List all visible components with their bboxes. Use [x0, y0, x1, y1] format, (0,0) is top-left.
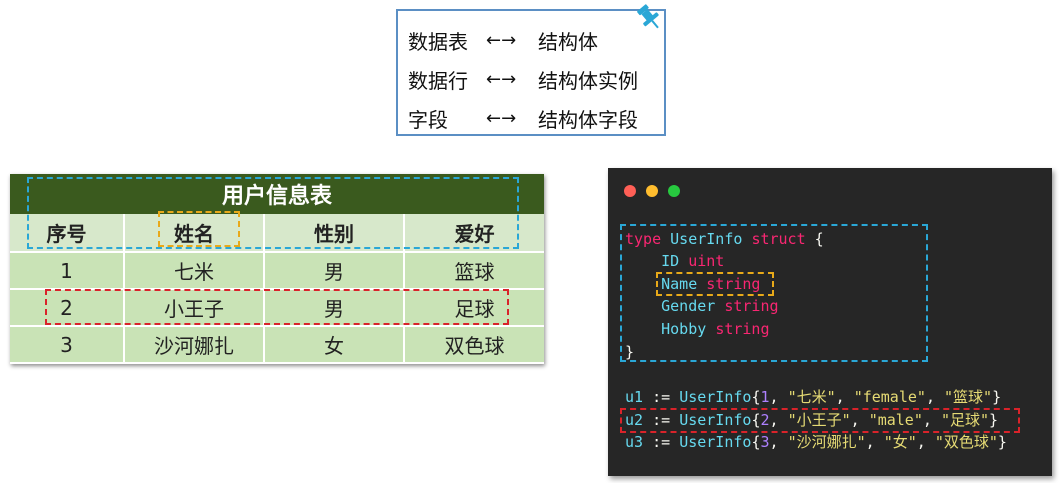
hobby-value: "双色球" [934, 433, 998, 451]
keyword-type: type [625, 230, 662, 248]
field-highlight-box [656, 272, 774, 296]
table-cell: 七米 [125, 253, 265, 288]
assign-op: := [652, 388, 671, 406]
bidirectional-arrow: ←→ [486, 68, 517, 90]
var-name: u3 [625, 433, 644, 451]
table-cell: 小王子 [125, 290, 265, 325]
table-cell: 双色球 [444, 334, 505, 358]
header-cell: 爱好 [454, 222, 495, 246]
mapping-left: 数据表 [408, 29, 468, 54]
mapping-right: 结构体实例 [538, 68, 638, 93]
mapping-right: 结构体字段 [538, 107, 638, 132]
name-value: "七米" [787, 388, 836, 406]
mapping-row-field: 字段 ←→ 结构体字段 [408, 103, 638, 133]
name-value: "沙河娜扎" [787, 433, 866, 451]
hobby-value: "足球" [940, 411, 989, 429]
table-cell: 1 [10, 253, 125, 288]
type-name: UserInfo [679, 411, 752, 429]
field-type: uint [688, 252, 725, 270]
minimize-dot-icon [646, 185, 658, 197]
code-line-field: Gender string [625, 296, 779, 316]
field-type: string [724, 297, 779, 315]
gender-value: "male" [868, 411, 923, 429]
id-value: 3 [760, 433, 770, 451]
pushpin-icon [637, 4, 659, 29]
struct-name: UserInfo [670, 230, 743, 248]
instance-highlight-box [620, 408, 1020, 433]
id-value: 1 [760, 388, 770, 406]
bidirectional-arrow: ←→ [486, 29, 517, 51]
table-cell: 足球 [454, 297, 495, 321]
type-name: UserInfo [679, 433, 752, 451]
table-cell: 男 [265, 290, 405, 325]
header-cell: 性别 [265, 214, 405, 251]
code-line-brace-close: } [625, 342, 634, 362]
mapping-left: 数据行 [408, 68, 468, 93]
table-row: 2 小王子 男 足球 [10, 288, 544, 325]
user-info-table: 用户信息表 序号 姓名 性别 爱好 1 七米 男 篮球 2 小王子 男 足球 3… [10, 174, 544, 364]
table-row: 1 七米 男 篮球 [10, 251, 544, 288]
table-highlight-box [27, 177, 519, 249]
row-highlight-box [45, 289, 509, 325]
type-name: UserInfo [679, 388, 752, 406]
assign-op: := [652, 433, 671, 451]
code-line-field: Hobby string [625, 319, 770, 339]
mapping-left: 字段 [408, 107, 448, 132]
id-value: 2 [760, 411, 770, 429]
code-line-instance: u3 := UserInfo{3, "沙河娜扎", "女", "双色球"} [625, 433, 1007, 451]
field-highlight-box [158, 211, 240, 247]
code-line-struct-decl: type UserInfo struct { [625, 229, 824, 249]
field-name: ID [661, 252, 680, 270]
field-name: Gender [661, 297, 716, 315]
code-line-instance: u1 := UserInfo{1, "七米", "female", "篮球"} [625, 388, 1002, 406]
close-dot-icon [624, 185, 636, 197]
table-title: 用户信息表 [10, 174, 544, 214]
table-cell: 篮球 [454, 260, 495, 284]
field-type: string [715, 320, 770, 338]
field-name: Hobby [661, 320, 707, 338]
code-line-field: Name string [625, 274, 760, 294]
mapping-row-table: 数据表 ←→ 结构体 [408, 25, 598, 55]
header-cell: 序号 [10, 214, 125, 251]
var-name: u2 [625, 411, 644, 429]
table-cell: 3 [10, 327, 125, 362]
table-cell: 沙河娜扎 [125, 327, 265, 362]
assign-op: := [652, 411, 671, 429]
field-type: string [706, 275, 761, 293]
hobby-value: "篮球" [944, 388, 993, 406]
table-cell: 女 [265, 327, 405, 362]
gender-value: "女" [883, 433, 917, 451]
bidirectional-arrow: ←→ [486, 107, 517, 129]
table-row: 3 沙河娜扎 女 双色球 [10, 325, 544, 362]
gender-value: "female" [853, 388, 926, 406]
table-cell: 男 [265, 253, 405, 288]
mapping-right: 结构体 [538, 29, 598, 54]
struct-highlight-box [620, 224, 928, 362]
mapping-row-row: 数据行 ←→ 结构体实例 [408, 64, 638, 94]
code-window: type UserInfo struct { ID uint Name stri… [608, 168, 1052, 476]
name-value: "小王子" [787, 411, 851, 429]
code-line-field: ID uint [625, 251, 724, 271]
keyword-struct: struct [751, 230, 806, 248]
table-header-row: 序号 姓名 性别 爱好 [10, 214, 544, 251]
var-name: u1 [625, 388, 644, 406]
field-name: Name [661, 275, 698, 293]
brace-close: } [625, 343, 635, 361]
mapping-box: 数据表 ←→ 结构体 数据行 ←→ 结构体实例 字段 ←→ 结构体字段 [396, 9, 666, 136]
table-cell: 2 [10, 290, 125, 325]
header-cell: 姓名 [125, 214, 265, 251]
maximize-dot-icon [668, 185, 680, 197]
brace-open: { [814, 230, 824, 248]
code-line-instance: u2 := UserInfo{2, "小王子", "male", "足球"} [625, 411, 999, 429]
